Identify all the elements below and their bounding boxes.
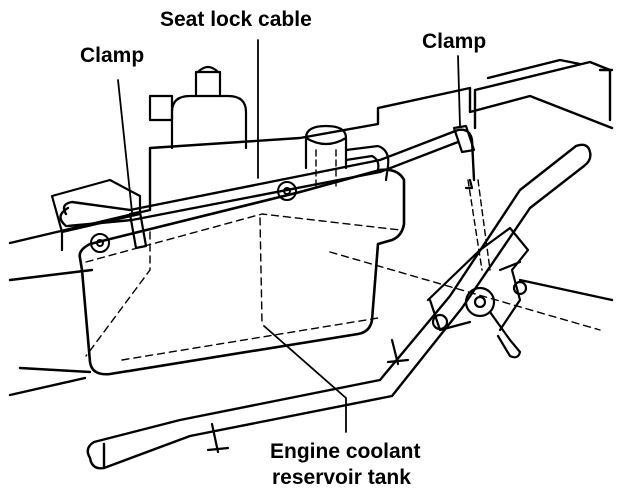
clamp-left-label: Clamp [80, 44, 145, 67]
frame-body [10, 60, 612, 395]
tank-label-line2: reservoir tank [272, 466, 411, 489]
clamp-right-part [454, 126, 474, 152]
lower-bolts [208, 340, 408, 452]
bolt-left [91, 234, 109, 252]
relay-component [150, 67, 246, 148]
clamp-left-part [130, 212, 146, 248]
seat-lock-cable [60, 130, 490, 270]
reservoir-tank [80, 126, 600, 374]
clamp-right-label: Clamp [422, 30, 487, 53]
seat-lock-cable-label: Seat lock cable [160, 8, 312, 31]
frame-tube-lower [88, 145, 591, 468]
bracket-left [52, 180, 140, 250]
seat-lock-mechanism [428, 228, 528, 357]
tank-label-line1: Engine coolant [270, 440, 421, 463]
leader-lines [118, 40, 460, 432]
